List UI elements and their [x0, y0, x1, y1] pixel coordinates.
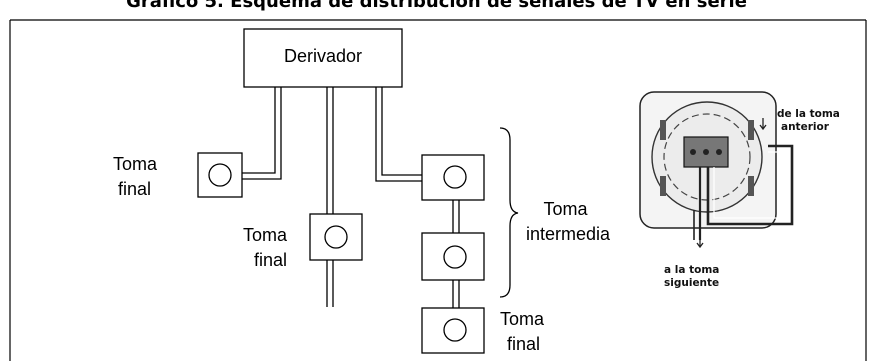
diagram-title: Gráfico 5. Esquema de distribución de se… — [126, 0, 747, 12]
socket-photo — [639, 91, 794, 249]
outer-frame — [9, 19, 867, 361]
photo-label-siguiente: a la toma siguiente — [664, 264, 723, 289]
toma-final-left — [197, 152, 243, 198]
photo-label-anterior: de la toma anterior — [777, 108, 844, 133]
cables — [242, 87, 460, 308]
toma-final-label-middle: Toma final — [243, 225, 292, 270]
derivador-label: Derivador — [284, 46, 362, 66]
cable-right — [375, 87, 422, 182]
cable-chain-1 — [452, 200, 460, 233]
toma-final-bottom — [421, 307, 485, 354]
toma-intermedia-label: Toma intermedia — [526, 199, 611, 244]
toma-intermedia-bottom — [421, 232, 485, 281]
toma-final-label-left: Toma final — [113, 154, 162, 199]
toma-final-middle — [309, 213, 363, 261]
intermedia-brace — [499, 127, 519, 298]
cable-middle — [326, 87, 334, 307]
toma-intermedia-top — [421, 154, 485, 201]
cable-chain-2 — [452, 280, 460, 308]
cable-left — [242, 87, 282, 180]
derivador-box — [243, 28, 403, 88]
toma-final-label-bottom: Toma final — [500, 309, 549, 354]
